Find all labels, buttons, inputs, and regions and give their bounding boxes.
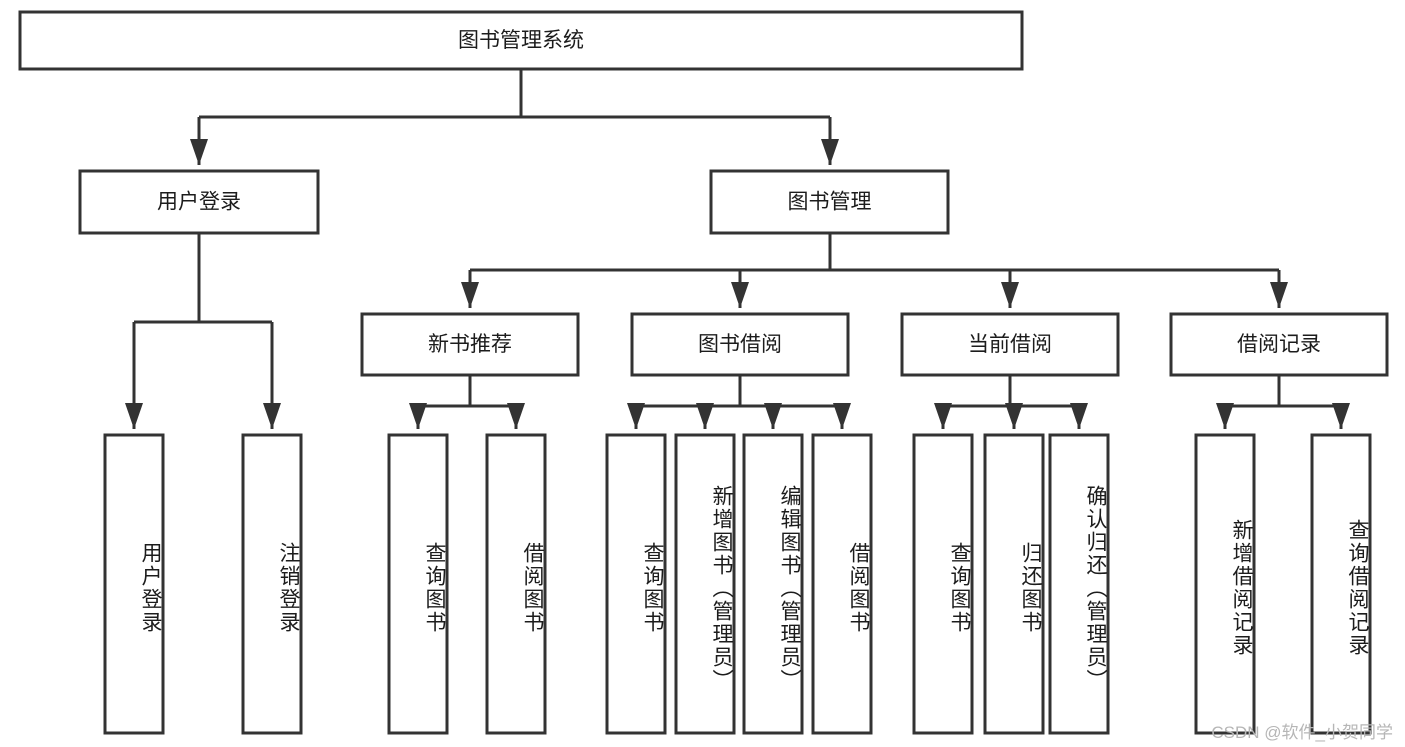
arrow-leaf-ul2-icon bbox=[263, 403, 281, 429]
node-label-user-login: 用户登录 bbox=[157, 191, 241, 214]
arrow-user-login-icon bbox=[190, 139, 208, 165]
arrow-leaf-ret-icon bbox=[1005, 403, 1023, 429]
arrow-leaf-q2-icon bbox=[627, 403, 645, 429]
csdn-watermark: CSDN @软件_小贺同学 bbox=[1211, 723, 1393, 742]
level2-node-current-borrow[interactable] bbox=[900, 312, 1120, 377]
node-label-new-book-recommend: 新书推荐 bbox=[428, 333, 512, 356]
node-label-current-borrow: 当前借阅 bbox=[968, 333, 1052, 356]
arrow-leaf-b2-icon bbox=[833, 403, 851, 429]
level1-node-user-login[interactable] bbox=[78, 169, 320, 235]
arrow-leaf-conf-icon bbox=[1070, 403, 1088, 429]
leaf-node-leaf-query-record[interactable] bbox=[1310, 433, 1372, 735]
node-label-root: 图书管理系统 bbox=[458, 29, 584, 52]
arrow-leaf-qr-icon bbox=[1332, 403, 1350, 429]
leaf-node-leaf-query-book-2[interactable] bbox=[605, 433, 667, 735]
root-node-root[interactable] bbox=[18, 10, 1024, 71]
arrow-br-icon bbox=[1270, 282, 1288, 308]
node-label-book-borrow: 图书借阅 bbox=[698, 333, 782, 356]
leaf-node-leaf-add-record[interactable] bbox=[1194, 433, 1256, 735]
level2-node-new-book-recommend[interactable] bbox=[360, 312, 580, 377]
arrow-bb-icon bbox=[731, 282, 749, 308]
arrow-heads-group bbox=[125, 139, 1350, 429]
leaf-node-leaf-edit-book[interactable] bbox=[742, 433, 804, 735]
leaf-node-leaf-borrow-book-2[interactable] bbox=[811, 433, 873, 735]
leaf-node-leaf-return-book[interactable] bbox=[983, 433, 1045, 735]
arrow-book-manage-icon bbox=[821, 139, 839, 165]
leaf-node-leaf-user-logout[interactable] bbox=[241, 433, 303, 735]
arrow-leaf-edit-icon bbox=[764, 403, 782, 429]
arrow-nbr-icon bbox=[461, 282, 479, 308]
leaf-node-leaf-user-login[interactable] bbox=[103, 433, 165, 735]
arrow-cb-icon bbox=[1001, 282, 1019, 308]
level1-node-book-manage[interactable] bbox=[709, 169, 950, 235]
node-boxes-group bbox=[18, 10, 1389, 735]
arrow-leaf-q3-icon bbox=[934, 403, 952, 429]
arrow-leaf-b1-icon bbox=[507, 403, 525, 429]
node-label-borrow-record: 借阅记录 bbox=[1237, 333, 1321, 356]
arrow-leaf-q1-icon bbox=[409, 403, 427, 429]
leaf-node-leaf-borrow-book-1[interactable] bbox=[485, 433, 547, 735]
leaf-node-leaf-confirm-return[interactable] bbox=[1048, 433, 1110, 735]
node-label-book-manage: 图书管理 bbox=[788, 191, 872, 214]
arrow-leaf-ul1-icon bbox=[125, 403, 143, 429]
leaf-node-leaf-add-book[interactable] bbox=[674, 433, 736, 735]
leaf-node-leaf-query-book-3[interactable] bbox=[912, 433, 974, 735]
leaf-node-leaf-query-book-1[interactable] bbox=[387, 433, 449, 735]
arrow-leaf-add-icon bbox=[696, 403, 714, 429]
level2-node-book-borrow[interactable] bbox=[630, 312, 850, 377]
level2-node-borrow-record[interactable] bbox=[1169, 312, 1389, 377]
arrow-leaf-addr-icon bbox=[1216, 403, 1234, 429]
